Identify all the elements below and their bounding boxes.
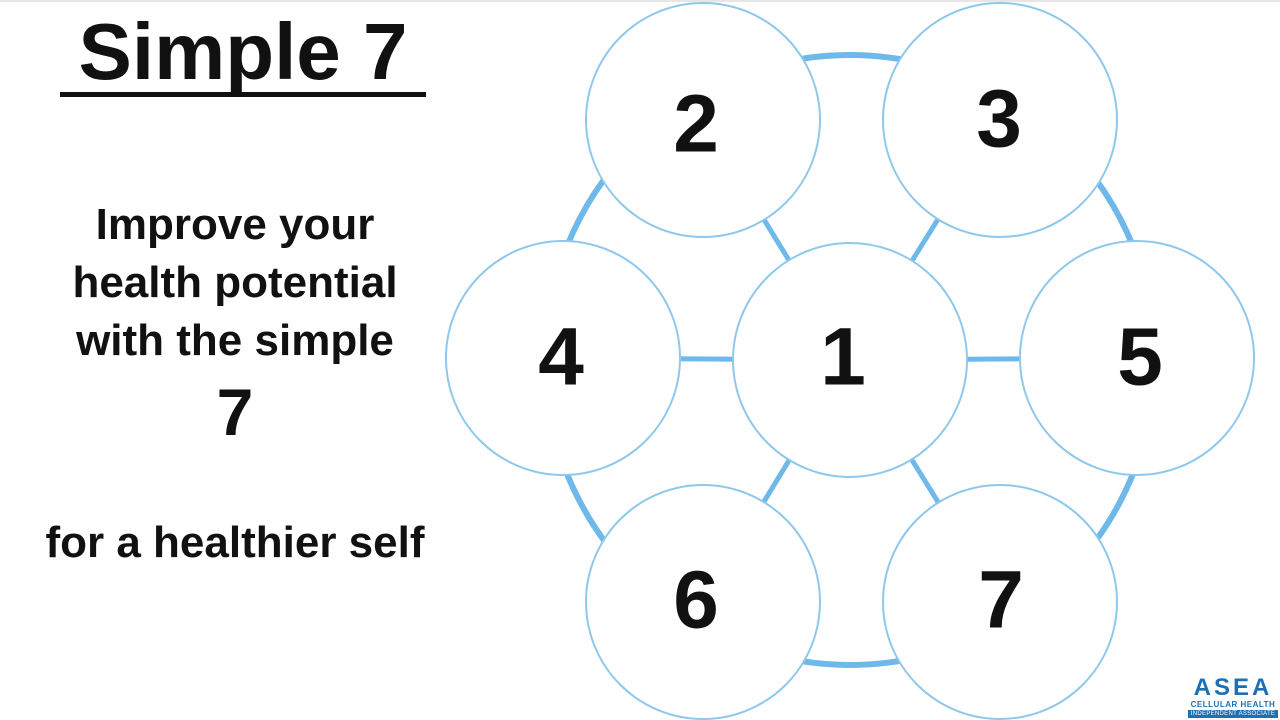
- logo-mark: ASEA: [1193, 674, 1273, 701]
- node-7: 7: [882, 484, 1118, 720]
- node-2: 2: [585, 2, 821, 238]
- node-4-label: 4: [538, 312, 584, 403]
- node-1: 1: [732, 242, 968, 478]
- logo-subtitle: INDEPENDENT ASSOCIATE: [1188, 710, 1278, 718]
- node-1-label: 1: [820, 312, 866, 403]
- description-number: 7: [216, 375, 254, 449]
- logo-tagline: CELLULAR HEALTH: [1190, 700, 1276, 709]
- node-3-label: 3: [976, 74, 1022, 165]
- node-5: 5: [1019, 240, 1255, 476]
- description-main: Improve your health potential with the s…: [72, 200, 398, 365]
- description-sub: for a healthier self: [45, 518, 425, 567]
- top-divider: [0, 0, 1280, 2]
- node-2-label: 2: [673, 79, 719, 170]
- node-4: 4: [445, 240, 681, 476]
- node-5-label: 5: [1117, 312, 1163, 403]
- node-7-label: 7: [978, 555, 1024, 646]
- node-3: 3: [882, 2, 1118, 238]
- asea-logo: ASEA CELLULAR HEALTH INDEPENDENT ASSOCIA…: [1188, 676, 1278, 720]
- node-6-label: 6: [673, 555, 719, 646]
- node-6: 6: [585, 484, 821, 720]
- title-underline: [60, 92, 426, 97]
- slide-title: Simple 7: [78, 7, 408, 96]
